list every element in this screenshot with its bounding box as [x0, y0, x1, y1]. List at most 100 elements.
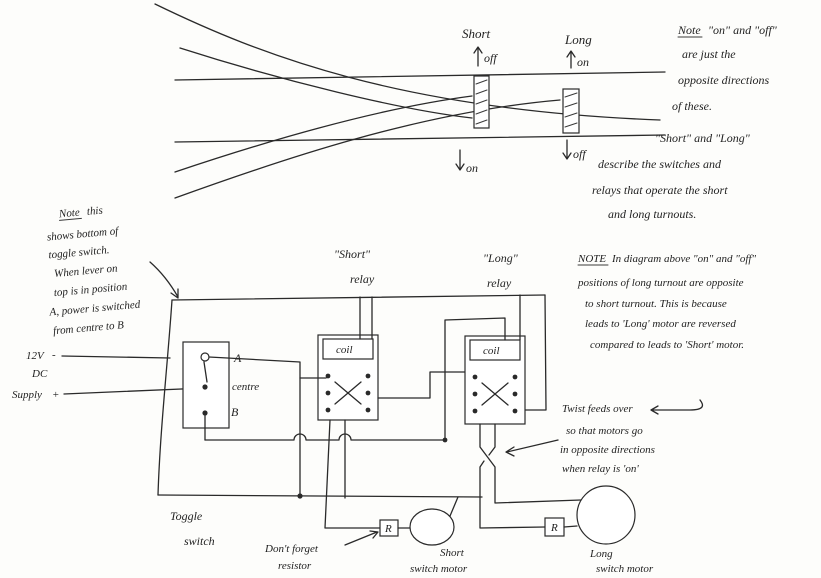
- supply-voltage: 12V: [26, 350, 45, 362]
- note-line: leads to 'Long' motor are reversed: [585, 318, 736, 330]
- long-resistor-label: R: [550, 522, 558, 534]
- wire-long-feed-1: [479, 423, 582, 504]
- note-line: When lever on: [54, 262, 119, 280]
- resistor-reminder-line2: resistor: [278, 560, 312, 572]
- track-lower-straight: [174, 134, 666, 143]
- toggle-caption-line1: Toggle: [170, 509, 203, 523]
- long-switch-motor: [576, 485, 636, 545]
- note-line: positions of long turnout are opposite: [577, 277, 744, 289]
- short-turnout-label: Short: [462, 26, 491, 41]
- wire-right: [524, 294, 547, 411]
- curved-arrow-icon: [650, 399, 704, 415]
- toggle-switch: [182, 341, 230, 429]
- pointer-arrow-icon: [505, 439, 559, 457]
- toggle-terminal-centre-label: centre: [232, 381, 259, 393]
- wire-negative: [61, 355, 171, 359]
- short-turnout-switch-blade: [473, 75, 490, 129]
- note-heading: NOTE: [577, 253, 606, 265]
- note-heading: Note: [57, 207, 80, 221]
- track-diverging-curve-1: [154, 3, 661, 121]
- note-line: toggle switch.: [48, 244, 110, 261]
- up-arrow-icon: [566, 50, 576, 69]
- note-line: opposite directions: [678, 73, 770, 87]
- long-top-state: on: [577, 55, 589, 69]
- short-relay-coil: [322, 338, 374, 360]
- note-line: A, power is switched: [48, 299, 141, 319]
- junction-dot: [297, 493, 303, 499]
- terminal-b: [202, 410, 208, 416]
- note-line: In diagram above "on" and "off": [611, 253, 756, 265]
- toggle-lever: [203, 361, 208, 383]
- note-line: describe the switches and: [598, 157, 722, 171]
- note-turnouts: Note "on" and "off" are just the opposit…: [592, 23, 778, 221]
- short-relay: [317, 334, 379, 421]
- wire-short-motor-return: [449, 496, 459, 517]
- short-switch-motor: [409, 508, 455, 546]
- note-reversed: NOTE In diagram above "on" and "off" pos…: [577, 253, 756, 351]
- short-relay-type: relay: [350, 272, 375, 286]
- wire-short-to-long-relay: [377, 371, 467, 399]
- note-line: so that motors go: [566, 425, 643, 437]
- note-line: shows bottom of: [46, 225, 120, 243]
- wire-bottom: [157, 494, 483, 498]
- supply-label: Supply: [12, 389, 42, 401]
- wire-left: [157, 299, 173, 496]
- long-turnout-label: Long: [564, 32, 592, 47]
- wire-long-feed-2: [479, 423, 546, 529]
- note-line: of these.: [672, 99, 712, 113]
- wire-short-to-resistor: [324, 419, 381, 529]
- note-line: relays that operate the short: [592, 183, 728, 197]
- wire-top: [171, 294, 546, 301]
- turnout-tracks: [154, 3, 666, 199]
- short-motor-caption: switch motor: [410, 563, 468, 575]
- short-resistor-label: R: [384, 523, 392, 535]
- underline: [59, 217, 82, 221]
- short-bottom-state: on: [466, 161, 478, 175]
- wire-a-out: [208, 356, 301, 498]
- note-line: from centre to B: [53, 319, 125, 337]
- toggle-terminal-b-label: B: [231, 405, 239, 419]
- note-line: when relay is 'on': [562, 463, 639, 475]
- up-arrow-icon: [473, 46, 483, 67]
- track-upper-straight: [174, 71, 666, 81]
- terminal-a: [200, 352, 210, 362]
- long-relay-type: relay: [487, 276, 512, 290]
- note-line: and long turnouts.: [608, 207, 696, 221]
- note-line: "on" and "off": [708, 23, 778, 37]
- supply-type: DC: [31, 368, 48, 380]
- long-motor-name: Long: [589, 548, 613, 560]
- note-line: this: [86, 205, 103, 218]
- note-line: are just the: [682, 47, 736, 61]
- wire-positive: [63, 387, 206, 395]
- note-line: compared to leads to 'Short' motor.: [590, 339, 744, 351]
- note-twist: Twist feeds over so that motors go in op…: [560, 403, 655, 475]
- pointer-arrow-icon: [149, 261, 179, 299]
- terminal-centre: [202, 384, 208, 390]
- track-diverging-curve-4: [174, 99, 561, 199]
- long-relay-name: "Long": [483, 251, 519, 265]
- supply-negative: -: [52, 349, 56, 361]
- changeover-contacts: [334, 381, 362, 405]
- long-motor-caption: switch motor: [596, 563, 654, 575]
- short-relay-name: "Short": [334, 247, 371, 261]
- short-relay-coil-label: coil: [336, 344, 353, 356]
- note-line: to short turnout. This is because: [585, 298, 727, 310]
- wire-short-coil-feed: [359, 296, 373, 340]
- note-heading: Note: [677, 23, 701, 37]
- short-motor-name: Short: [440, 547, 465, 559]
- short-top-state: off: [484, 51, 498, 65]
- toggle-caption-line2: switch: [184, 534, 215, 548]
- changeover-contacts: [481, 382, 509, 406]
- track-diverging-curve-2: [179, 47, 473, 119]
- note-line: Twist feeds over: [562, 403, 633, 415]
- down-arrow-icon: [455, 149, 465, 171]
- track-diverging-curve-3: [174, 95, 473, 173]
- note-line: in opposite directions: [560, 444, 655, 456]
- note-line: top is in position: [53, 281, 128, 299]
- note-toggle: Note this shows bottom of toggle switch.…: [46, 205, 141, 338]
- wire-long-coil-feed: [444, 294, 521, 441]
- long-bottom-state: off: [573, 147, 587, 161]
- resistor-reminder-line1: Don't forget: [264, 543, 319, 555]
- long-turnout-switch-blade: [562, 88, 580, 134]
